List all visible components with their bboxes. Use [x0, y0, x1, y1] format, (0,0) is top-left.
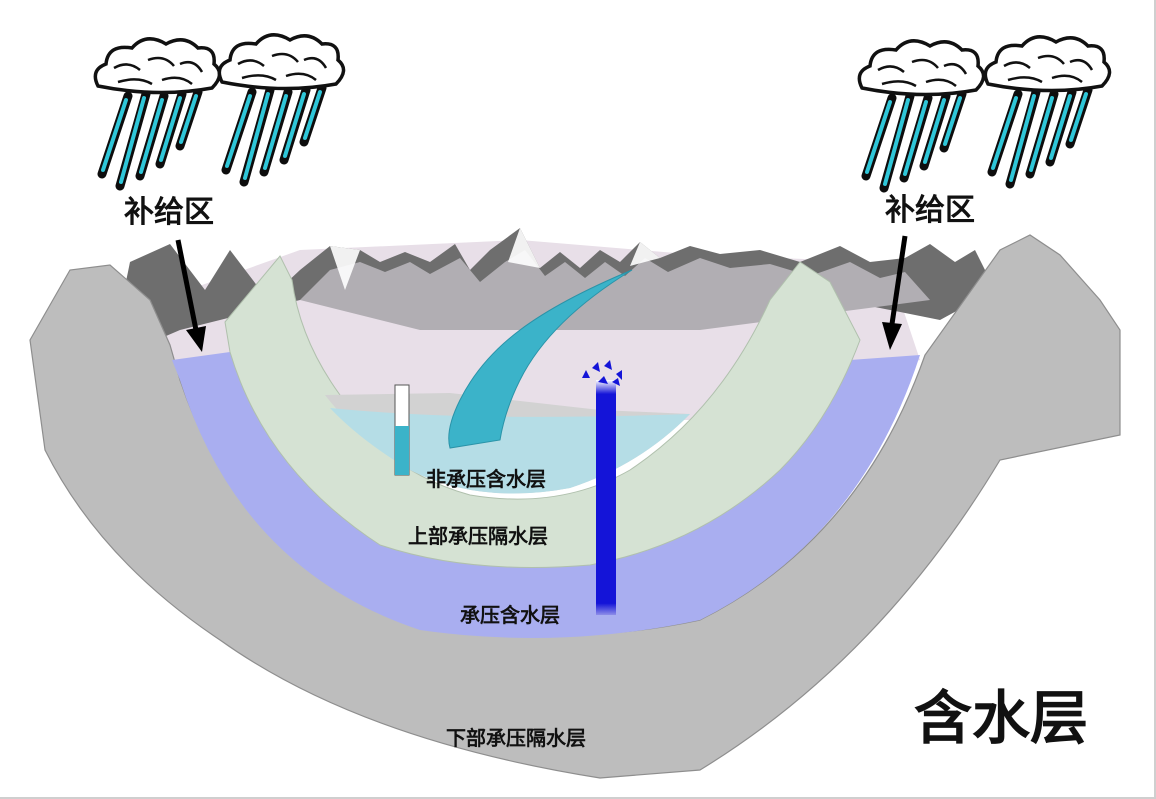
upper-confining-layer-label: 上部承压隔水层: [408, 524, 548, 548]
rain-cloud-icon: [95, 39, 219, 186]
artesian-well-icon: [582, 360, 622, 615]
confined-aquifer: [172, 352, 920, 638]
surface-stream: [448, 269, 633, 449]
rain-cloud-icon: [985, 37, 1109, 184]
recharge-zone-label-right: 补给区: [885, 193, 975, 228]
arrow-down-icon: [175, 239, 206, 352]
unconfined-aquifer-label: 非承压含水层: [426, 467, 546, 491]
rain-cloud-icon: [859, 41, 983, 188]
diagram-title: 含水层: [914, 684, 1088, 752]
recharge-zone-label-left: 补给区: [124, 195, 214, 230]
arrow-down-icon: [882, 235, 908, 350]
confined-aquifer-label: 承压含水层: [460, 603, 560, 627]
rain-cloud-icon: [219, 35, 343, 182]
observation-well-icon: [394, 384, 410, 476]
lower-confining-layer-label: 下部承压隔水层: [446, 726, 586, 750]
